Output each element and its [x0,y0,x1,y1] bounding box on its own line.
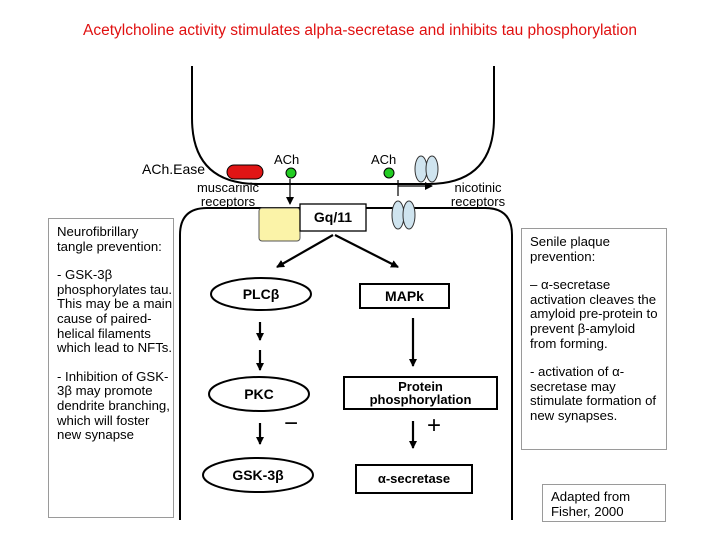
mapk-label: MAPk [385,288,424,304]
ach-left-label: ACh [274,152,300,167]
gq-to-mapk-arrow [334,234,399,268]
acheease-enzyme [226,164,264,180]
page-title: Acetylcholine activity stimulates alpha-… [83,22,637,39]
plc-label: PLCβ [242,286,280,302]
plc-node [210,277,312,311]
plus-sign: + [427,412,442,439]
gsk-node [202,457,314,493]
nicotinic-receptor-pre-1 [414,155,428,183]
protein-phosphorylation-node [343,376,498,410]
asecretase-node [355,464,473,494]
pkc-node [208,376,310,412]
pkc-label: PKC [244,386,274,402]
right-box-heading: Senile plaque prevention: [530,234,610,264]
nicotinic-receptor-post-2 [402,200,416,230]
ach-molecule-left [285,167,297,179]
asecretase-label: α-secretase [377,471,451,486]
credit-box: Adapted from Fisher, 2000 [542,484,666,522]
ach-right-label: ACh [371,152,397,167]
senile-plaque-box: Senile plaque prevention: – α-secretase … [521,228,667,450]
nicotinic-receptor-pre-2 [425,155,439,183]
acheease-label: ACh.Ease [142,161,206,177]
protein-phosphorylation-label: Protein phosphorylation [369,379,472,407]
right-box-cleave-text: – α-secretase activation cleaves the amy… [530,277,658,351]
muscarinic-receptor-box [258,207,301,242]
gq11-box [299,203,367,232]
gsk-label: GSK-3β [232,467,284,483]
mapk-node [359,283,450,309]
minus-sign: − [284,410,299,437]
gq11-label: Gq/11 [313,209,353,225]
nicotinic-receptor-post-1 [391,200,405,230]
nicotinic-receptors-label: nicotinic receptors [450,180,506,209]
neurofibrillary-box: Neurofibrillary tangle prevention: - GSK… [48,218,174,518]
ach-molecule-right [383,167,395,179]
presynaptic-terminal [191,66,495,185]
left-box-inhibition-text: - Inhibition of GSK-3β may promote dendr… [57,368,170,443]
muscarinic-receptors-label: muscarinic receptors [196,180,260,209]
right-box-synapse-text: - activation of α-secretase may stimulat… [530,364,657,423]
gq-to-plc-arrow [276,234,334,268]
left-box-gsk-text: - GSK-3β phosphorylates tau. This may be… [57,267,173,356]
left-box-heading: Neurofibrillary tangle prevention: [57,224,162,254]
